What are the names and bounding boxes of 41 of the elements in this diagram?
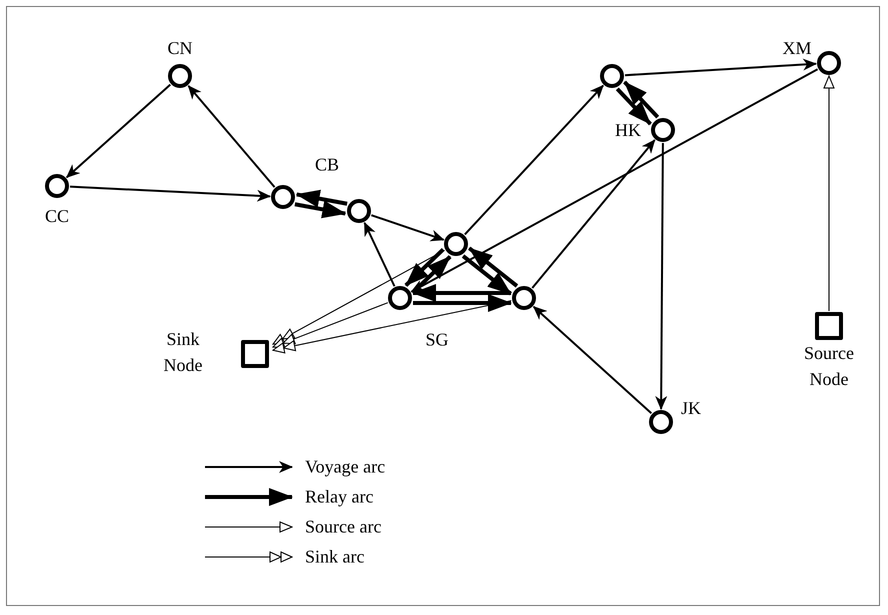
- arrow: [370, 214, 445, 242]
- node-label: Sink Node: [162, 328, 204, 377]
- circle-node: [347, 199, 371, 223]
- arrow: [532, 139, 656, 289]
- circle-node: [512, 286, 536, 310]
- node-label: JK: [681, 397, 701, 420]
- circle-node: [271, 185, 295, 209]
- node-label: Source Node: [803, 342, 855, 391]
- arrow: [623, 80, 660, 118]
- arrow: [66, 84, 171, 178]
- legend-label: Voyage arc: [305, 456, 386, 478]
- group-label: CB: [315, 154, 339, 176]
- circle-node: [600, 64, 624, 88]
- arrow: [412, 284, 511, 302]
- arrow: [70, 186, 272, 202]
- arrow: [404, 248, 445, 287]
- arrow: [413, 294, 512, 312]
- arrow: [468, 246, 518, 288]
- arrow: [464, 84, 604, 236]
- arrow: [188, 85, 276, 188]
- node-label: CN: [168, 37, 192, 60]
- node-label: XM: [782, 37, 812, 60]
- arrow: [824, 76, 834, 312]
- arrow: [364, 222, 396, 287]
- arrow: [532, 306, 652, 414]
- arrow: [655, 143, 668, 410]
- legend-label: Relay arc: [305, 486, 374, 508]
- legend-label: Source arc: [305, 516, 382, 538]
- node-label: CC: [45, 205, 69, 228]
- arrow: [410, 68, 818, 293]
- group-label: SG: [426, 330, 448, 350]
- legend-label: Sink arc: [305, 546, 364, 568]
- arrow: [296, 190, 348, 208]
- node-label: HK: [615, 119, 641, 142]
- arrow: [624, 58, 818, 76]
- arrow: [616, 88, 652, 126]
- circle-node: [388, 286, 412, 310]
- arrow: [294, 200, 346, 218]
- arrow: [411, 255, 452, 294]
- arrow: [462, 254, 512, 296]
- circle-node: [444, 232, 468, 256]
